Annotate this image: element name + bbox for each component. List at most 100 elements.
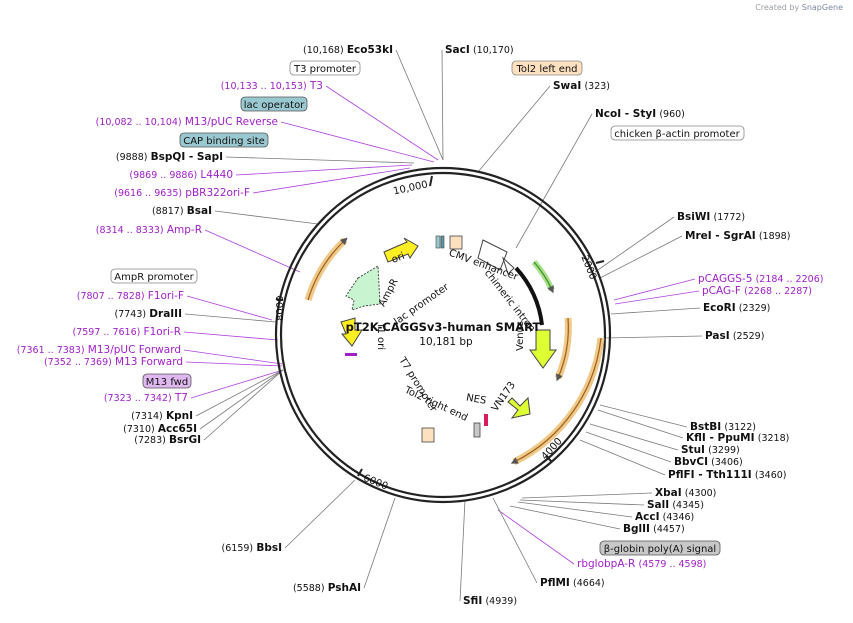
- left-site-label-pbr322ori-f: (9616 .. 9635) pBR322ori-F: [114, 187, 250, 199]
- boxed-callout-m13-fwd: M13 fwd: [142, 373, 192, 389]
- left-site-pshai: (5588) PshAI: [293, 582, 361, 594]
- nes-marker: [484, 414, 488, 426]
- left-site-label-m13-puc-forward: (7361 .. 7383) M13/pUC Forward: [17, 344, 181, 356]
- left-leader-bbsi: [284, 479, 356, 549]
- cds-arc-right-upper-line: [556, 317, 569, 382]
- right-site-bbvci: BbvCI (3406): [674, 456, 743, 468]
- tick-label-6000: 6000: [362, 473, 390, 493]
- right-leader-bglii: [509, 505, 621, 530]
- left-leader-acc65i: [199, 369, 284, 430]
- right-site-ecori: EcoRI (2329): [703, 302, 770, 314]
- left-site-label-bspqi: (9888) BspQI - SapI: [116, 151, 223, 163]
- left-site-bbsi: (6159) BbsI: [222, 542, 282, 554]
- site-name: PasI: [705, 330, 730, 342]
- left-site-label-bbsi: (6159) BbsI: [222, 542, 282, 554]
- left-site-amp-r: (8314 .. 8333) Amp-R: [96, 224, 202, 236]
- site-name: BbvCI: [674, 456, 708, 468]
- site-position: (7352 .. 7369): [44, 357, 112, 368]
- site-position: (10,170): [473, 45, 514, 56]
- right-site-pasi: PasI (2529): [705, 330, 764, 342]
- right-site-pcaggs-5: pCAGGS-5 (2184 .. 2206): [698, 273, 823, 285]
- right-leader-pflmi: [492, 497, 538, 584]
- left-site-bsai: (8817) BsaI: [152, 205, 212, 217]
- feature-label-f1-ori: f1 ori: [375, 324, 386, 350]
- left-site-kpni: (7314) KpnI: [131, 410, 193, 422]
- left-site-eco53ki: (10,168) Eco53kI: [303, 44, 393, 56]
- site-position: (10,133 .. 10,153): [221, 81, 307, 92]
- left-leader-kpni: [195, 369, 284, 417]
- left-leader-m13-forward: [185, 361, 283, 367]
- box-label-m13-fwd: M13 fwd: [146, 377, 188, 388]
- site-name: SacI: [445, 44, 470, 56]
- left-site-m13-puc-forward: (7361 .. 7383) M13/pUC Forward: [17, 344, 181, 356]
- left-site-label-kpni: (7314) KpnI: [131, 410, 193, 422]
- left-leader-bspqi: [225, 156, 415, 164]
- f1-ori-feature-arrow: [340, 317, 363, 347]
- right-site-label-saci: SacI (10,170): [445, 44, 514, 56]
- right-site-label-kfli: KflI - PpuMI (3218): [686, 432, 789, 444]
- site-name: BsiWI: [677, 211, 710, 223]
- left-site-acc65i: (7310) Acc65I: [123, 423, 197, 435]
- right-leader-sali: [519, 499, 645, 506]
- right-site-label-bglii: BglII (4457): [623, 523, 685, 535]
- site-name: StuI: [681, 444, 705, 456]
- right-leader-xbai: [521, 492, 653, 499]
- box-label-beta-globin-polya: β-globin poly(A) signal: [604, 544, 716, 555]
- right-site-sali: SalI (4345): [647, 499, 704, 511]
- site-position: (2184 .. 2206): [756, 274, 824, 285]
- right-leader-ncoi: [515, 113, 593, 249]
- site-name: pBR322ori-F: [185, 187, 250, 199]
- site-position: (4579 .. 4598): [639, 559, 707, 570]
- site-position: (4346): [663, 512, 695, 523]
- right-site-label-pasi: PasI (2529): [705, 330, 764, 342]
- ampr-feature-arrow: [345, 265, 381, 311]
- right-leader-pasi: [604, 335, 703, 339]
- site-position: (4457): [653, 524, 685, 535]
- left-site-label-t7: (7323 .. 7342) T7: [104, 392, 188, 404]
- box-label-chicken-actin-promoter: chicken β-actin promoter: [614, 129, 740, 140]
- right-leader-bstbi: [599, 404, 688, 428]
- tick-label-8000: 8000: [275, 296, 286, 321]
- site-position: (4345): [672, 500, 704, 511]
- left-leader-pbr322ori-f: [252, 167, 411, 194]
- site-position: (9616 .. 9635): [114, 188, 182, 199]
- right-site-bstbi: BstBI (3122): [690, 421, 756, 433]
- left-leader-bsai: [214, 210, 319, 225]
- feature-label-ori: ori: [390, 251, 406, 266]
- site-position: (2529): [733, 331, 765, 342]
- feature-label-t7-promoter: T7 promoter: [396, 355, 439, 415]
- site-name: SalI: [647, 499, 669, 511]
- right-leader-rbglobpa-r: [497, 509, 575, 565]
- boxed-callout-lac-operator: lac operator: [240, 96, 308, 112]
- site-name: PflFI: [668, 469, 695, 481]
- site-name: pCAG-F: [702, 285, 741, 297]
- left-site-label-l4440: (9869 .. 9886) L4440: [129, 169, 233, 181]
- tol2-right-marker: [421, 427, 435, 443]
- site-position: (7310): [123, 424, 155, 435]
- site-name: M13 Forward: [115, 356, 183, 368]
- left-leader-amp-r: [204, 229, 301, 273]
- site-position: (7807 .. 7828): [77, 291, 145, 302]
- credit-brand: SnapGene: [801, 3, 843, 12]
- vn173-feature-arrow: [507, 396, 531, 419]
- site-name-secondary: - PpuMI: [706, 432, 755, 444]
- left-leader-m13-puc-forward: [183, 349, 283, 365]
- site-name: PshAI: [328, 582, 361, 594]
- right-site-ncoi: NcoI - StyI (960): [595, 108, 685, 120]
- site-position: (7743): [115, 309, 147, 320]
- right-site-label-sfii: SfiI (4939): [463, 595, 517, 607]
- site-name: M13/pUC Reverse: [185, 116, 278, 128]
- site-position: (7314): [131, 411, 163, 422]
- m13-marker: [345, 353, 357, 356]
- right-site-label-sali: SalI (4345): [647, 499, 704, 511]
- tick-label-2000: 2000: [578, 254, 598, 282]
- left-site-label-t3: (10,133 .. 10,153) T3: [221, 80, 323, 92]
- right-site-label-bsiwi: BsiWI (1772): [677, 211, 745, 223]
- left-site-l4440: (9869 .. 9886) L4440: [129, 169, 233, 181]
- right-leader-ecori: [610, 307, 701, 315]
- site-name: SwaI: [553, 80, 581, 92]
- site-name: EcoRI: [703, 302, 736, 314]
- site-name: MreI: [685, 230, 712, 242]
- left-leader-f1ori-r: [183, 331, 279, 341]
